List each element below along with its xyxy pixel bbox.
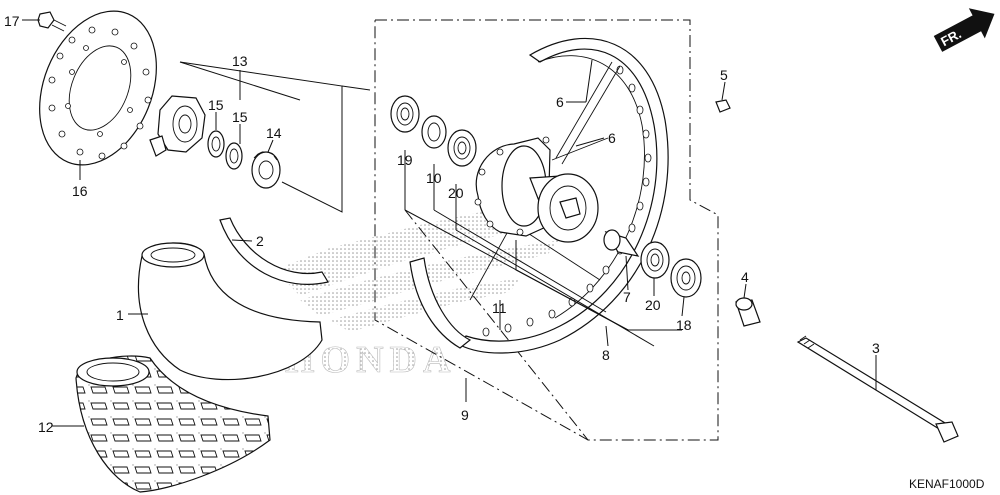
diagram-code: KENAF1000D [909,477,985,491]
callout-7: 7 [623,289,631,305]
bearing-20-right [640,241,670,279]
distance-collar [603,229,640,257]
wheel-assembly [409,37,669,354]
valve-nut [715,99,731,113]
callout-19: 19 [397,152,413,168]
speedometer-gearbox [149,95,206,157]
callout-12: 12 [38,419,54,435]
bearing-retainer [421,115,447,149]
callout-20-right: 20 [645,297,661,313]
callout-20-left: 20 [448,185,464,201]
bearing-19 [390,95,420,133]
inner-tube [137,242,323,381]
callout-2: 2 [256,233,264,249]
callout-16: 16 [72,183,88,199]
callout-15-outer: 15 [208,97,224,113]
callout-11: 11 [492,300,507,316]
dust-seal-inner [225,142,243,170]
callout-10: 10 [426,170,442,186]
callout-14: 14 [266,125,282,141]
bearing-20-left [447,129,477,167]
leader-lines [22,19,877,427]
dust-seal-outer [207,130,225,158]
callout-15-inner: 15 [232,109,248,125]
callouts: 17 16 13 15 15 14 2 1 12 19 10 20 6 6 7 … [4,13,880,435]
axle-collar [735,297,761,327]
callout-18: 18 [676,317,692,333]
front-direction-arrow: FR. [933,8,995,52]
bearing-18 [670,258,702,298]
speedometer-gear [251,151,281,189]
callout-1: 1 [116,307,124,323]
front-axle [796,335,959,443]
callout-4: 4 [741,269,749,285]
brake-disc [39,10,157,166]
callout-8: 8 [602,347,610,363]
assembly-outline [374,19,719,441]
callout-5: 5 [720,67,728,83]
callout-6-upper: 6 [556,94,564,110]
rim-band [219,217,329,285]
callout-6-lower: 6 [608,130,616,146]
callout-17: 17 [4,13,20,29]
tire [75,355,271,493]
callout-3: 3 [872,340,880,356]
disc-bolt [37,11,67,32]
callout-13: 13 [232,53,248,69]
callout-9: 9 [461,407,469,423]
